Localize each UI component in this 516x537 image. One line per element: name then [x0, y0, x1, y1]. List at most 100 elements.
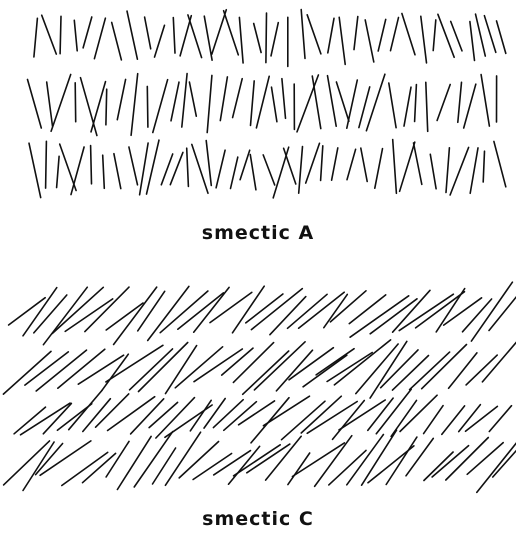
- smectic-c-molecule: [424, 406, 444, 434]
- smectic-a-molecule: [414, 143, 422, 185]
- smectic-a-molecule: [240, 150, 250, 180]
- smectic-a-molecule: [147, 86, 148, 127]
- smectic-a-molecule: [284, 148, 296, 184]
- smectic-a-molecule: [117, 79, 125, 119]
- smectic-c-molecule: [166, 346, 197, 394]
- smectic-a-molecule: [272, 87, 277, 122]
- smectic-c-molecule: [102, 354, 128, 390]
- smectic-a-molecule: [458, 82, 462, 122]
- smectic-c-molecule: [339, 400, 385, 430]
- smectic-c-molecule: [477, 442, 516, 492]
- smectic-a-molecule: [297, 75, 318, 132]
- smectic-a-molecule: [470, 148, 478, 193]
- smectic-c-molecule: [463, 299, 492, 332]
- smectic-a-molecule: [233, 79, 243, 118]
- smectic-c-molecule: [316, 349, 354, 375]
- smectic-a-molecule: [250, 155, 256, 190]
- smectic-a-molecule: [301, 10, 305, 59]
- smectic-a-molecule: [51, 75, 71, 132]
- smectic-c-molecule: [117, 436, 151, 489]
- smectic-a-molecule: [106, 89, 107, 125]
- smectic-c-molecule: [204, 399, 225, 429]
- smectic-a-molecule: [378, 19, 386, 51]
- smectic-a-molecule: [497, 21, 506, 54]
- smectic-c-molecule: [43, 403, 71, 433]
- smectic-a-molecule: [91, 146, 92, 184]
- smectic-c-molecule: [210, 292, 252, 322]
- smectic-a-molecule: [446, 148, 449, 193]
- smectic-a-molecule: [204, 16, 212, 60]
- smectic-c-molecule: [393, 290, 430, 332]
- smectic-a-molecule: [433, 20, 436, 51]
- smectic-a-molecule: [299, 147, 303, 194]
- smectic-a-molecule: [187, 148, 189, 186]
- smectic-a-molecule: [415, 85, 417, 122]
- smectic-c-molecule: [4, 441, 50, 485]
- smectic-a-molecule: [71, 147, 84, 195]
- smectic-a-molecule: [140, 143, 149, 195]
- smectic-a-molecule: [365, 20, 374, 62]
- smectic-a-molecule: [60, 16, 61, 53]
- smectic-c-molecule: [303, 355, 347, 387]
- smectic-a-molecule: [114, 154, 121, 189]
- smectic-a-molecule: [129, 147, 138, 185]
- smectic-a-molecule: [421, 16, 427, 63]
- smectic-c-molecule: [213, 400, 243, 428]
- smectic-a-molecule: [266, 13, 267, 63]
- smectic-c-molecule: [386, 437, 417, 484]
- smectic-a-molecule: [328, 76, 337, 127]
- smectic-c-molecule: [471, 282, 512, 341]
- smectic-a-molecule: [224, 11, 239, 55]
- smectic-a-molecule: [57, 156, 60, 187]
- smectic-c-molecule: [131, 399, 164, 434]
- smectic-a-molecule: [47, 82, 53, 126]
- smectic-a-molecule: [231, 157, 238, 188]
- smectic-a-molecule: [483, 151, 484, 182]
- smectic-a-molecule: [75, 83, 76, 122]
- smectic-a-molecule: [470, 22, 475, 61]
- smectic-a-molecule: [361, 148, 367, 181]
- smectic-a-molecule: [391, 18, 399, 51]
- smectic-c-molecule: [442, 406, 465, 435]
- smectic-a-molecule: [212, 10, 227, 55]
- smectic-a-molecule: [400, 142, 415, 191]
- smectic-c-molecule: [482, 341, 516, 382]
- smectic-c-molecule: [330, 291, 366, 322]
- smectic-a-panel: [28, 10, 506, 198]
- smectic-c-molecule: [376, 389, 411, 434]
- smectic-c-molecule: [432, 446, 469, 477]
- smectic-c-molecule: [489, 286, 516, 330]
- smectic-c-molecule: [229, 446, 260, 484]
- smectic-c-caption: smectic C: [0, 508, 516, 530]
- smectic-c-molecule: [3, 351, 51, 394]
- smectic-c-molecule: [23, 442, 54, 491]
- smectic-c-molecule: [254, 342, 305, 390]
- smectic-c-molecule: [406, 438, 433, 475]
- smectic-a-molecule: [336, 82, 349, 121]
- smectic-a-molecule: [103, 155, 105, 188]
- smectic-a-molecule: [206, 141, 211, 186]
- smectic-a-molecule: [254, 24, 261, 53]
- smectic-c-molecule: [149, 402, 178, 427]
- smectic-a-molecule: [112, 22, 122, 60]
- smectic-c-molecule: [179, 442, 218, 478]
- smectic-a-molecule: [216, 150, 225, 188]
- smectic-a-molecule: [402, 14, 415, 55]
- smectic-a-molecule: [306, 143, 320, 183]
- smectic-c-molecule: [190, 400, 211, 431]
- smectic-c-molecule: [85, 287, 129, 332]
- smectic-c-molecule: [393, 356, 429, 391]
- smectic-a-molecule: [145, 17, 151, 49]
- smectic-a-molecule: [29, 143, 41, 197]
- smectic-c-molecule: [422, 345, 467, 389]
- smectic-c-molecule: [315, 436, 352, 487]
- smectic-a-molecule: [464, 84, 476, 128]
- smectic-c-molecule: [410, 352, 450, 390]
- smectic-a-molecule: [188, 15, 202, 58]
- smectic-c-molecule: [381, 350, 418, 388]
- smectic-a-molecule: [366, 74, 385, 131]
- smectic-a-molecule: [155, 25, 165, 57]
- smectic-a-molecule: [74, 20, 77, 51]
- smectic-a-molecule: [251, 81, 255, 126]
